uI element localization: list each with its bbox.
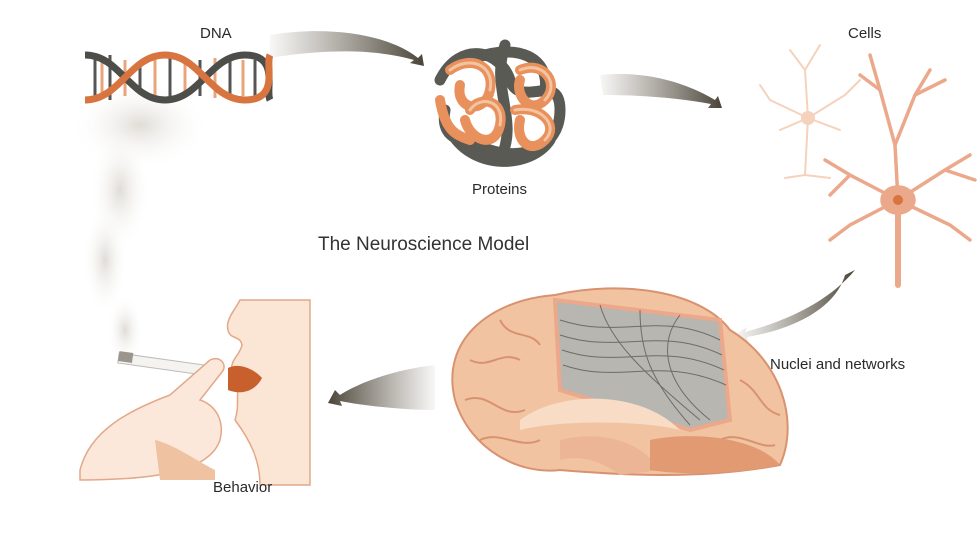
arrow-proteins-to-cells	[600, 74, 722, 108]
brain-network-illustration	[451, 287, 789, 476]
protein-cluster-icon	[434, 39, 566, 167]
smoking-behavior-illustration	[79, 299, 311, 486]
arrow-dna-to-proteins	[270, 31, 424, 66]
diagram-title: The Neuroscience Model	[318, 234, 530, 255]
label-cells: Cells	[848, 25, 882, 42]
smoke-plume	[70, 80, 210, 365]
label-proteins: Proteins	[472, 181, 528, 198]
label-behavior: Behavior	[213, 479, 273, 496]
arrow-brain-to-behavior	[328, 365, 435, 410]
neuron-cells-icon	[759, 44, 977, 288]
dna-helix-icon	[84, 51, 274, 104]
label-dna: DNA	[200, 25, 232, 42]
arrow-cells-to-brain	[735, 270, 855, 342]
label-nuclei-networks: Nuclei and networks	[770, 356, 906, 373]
